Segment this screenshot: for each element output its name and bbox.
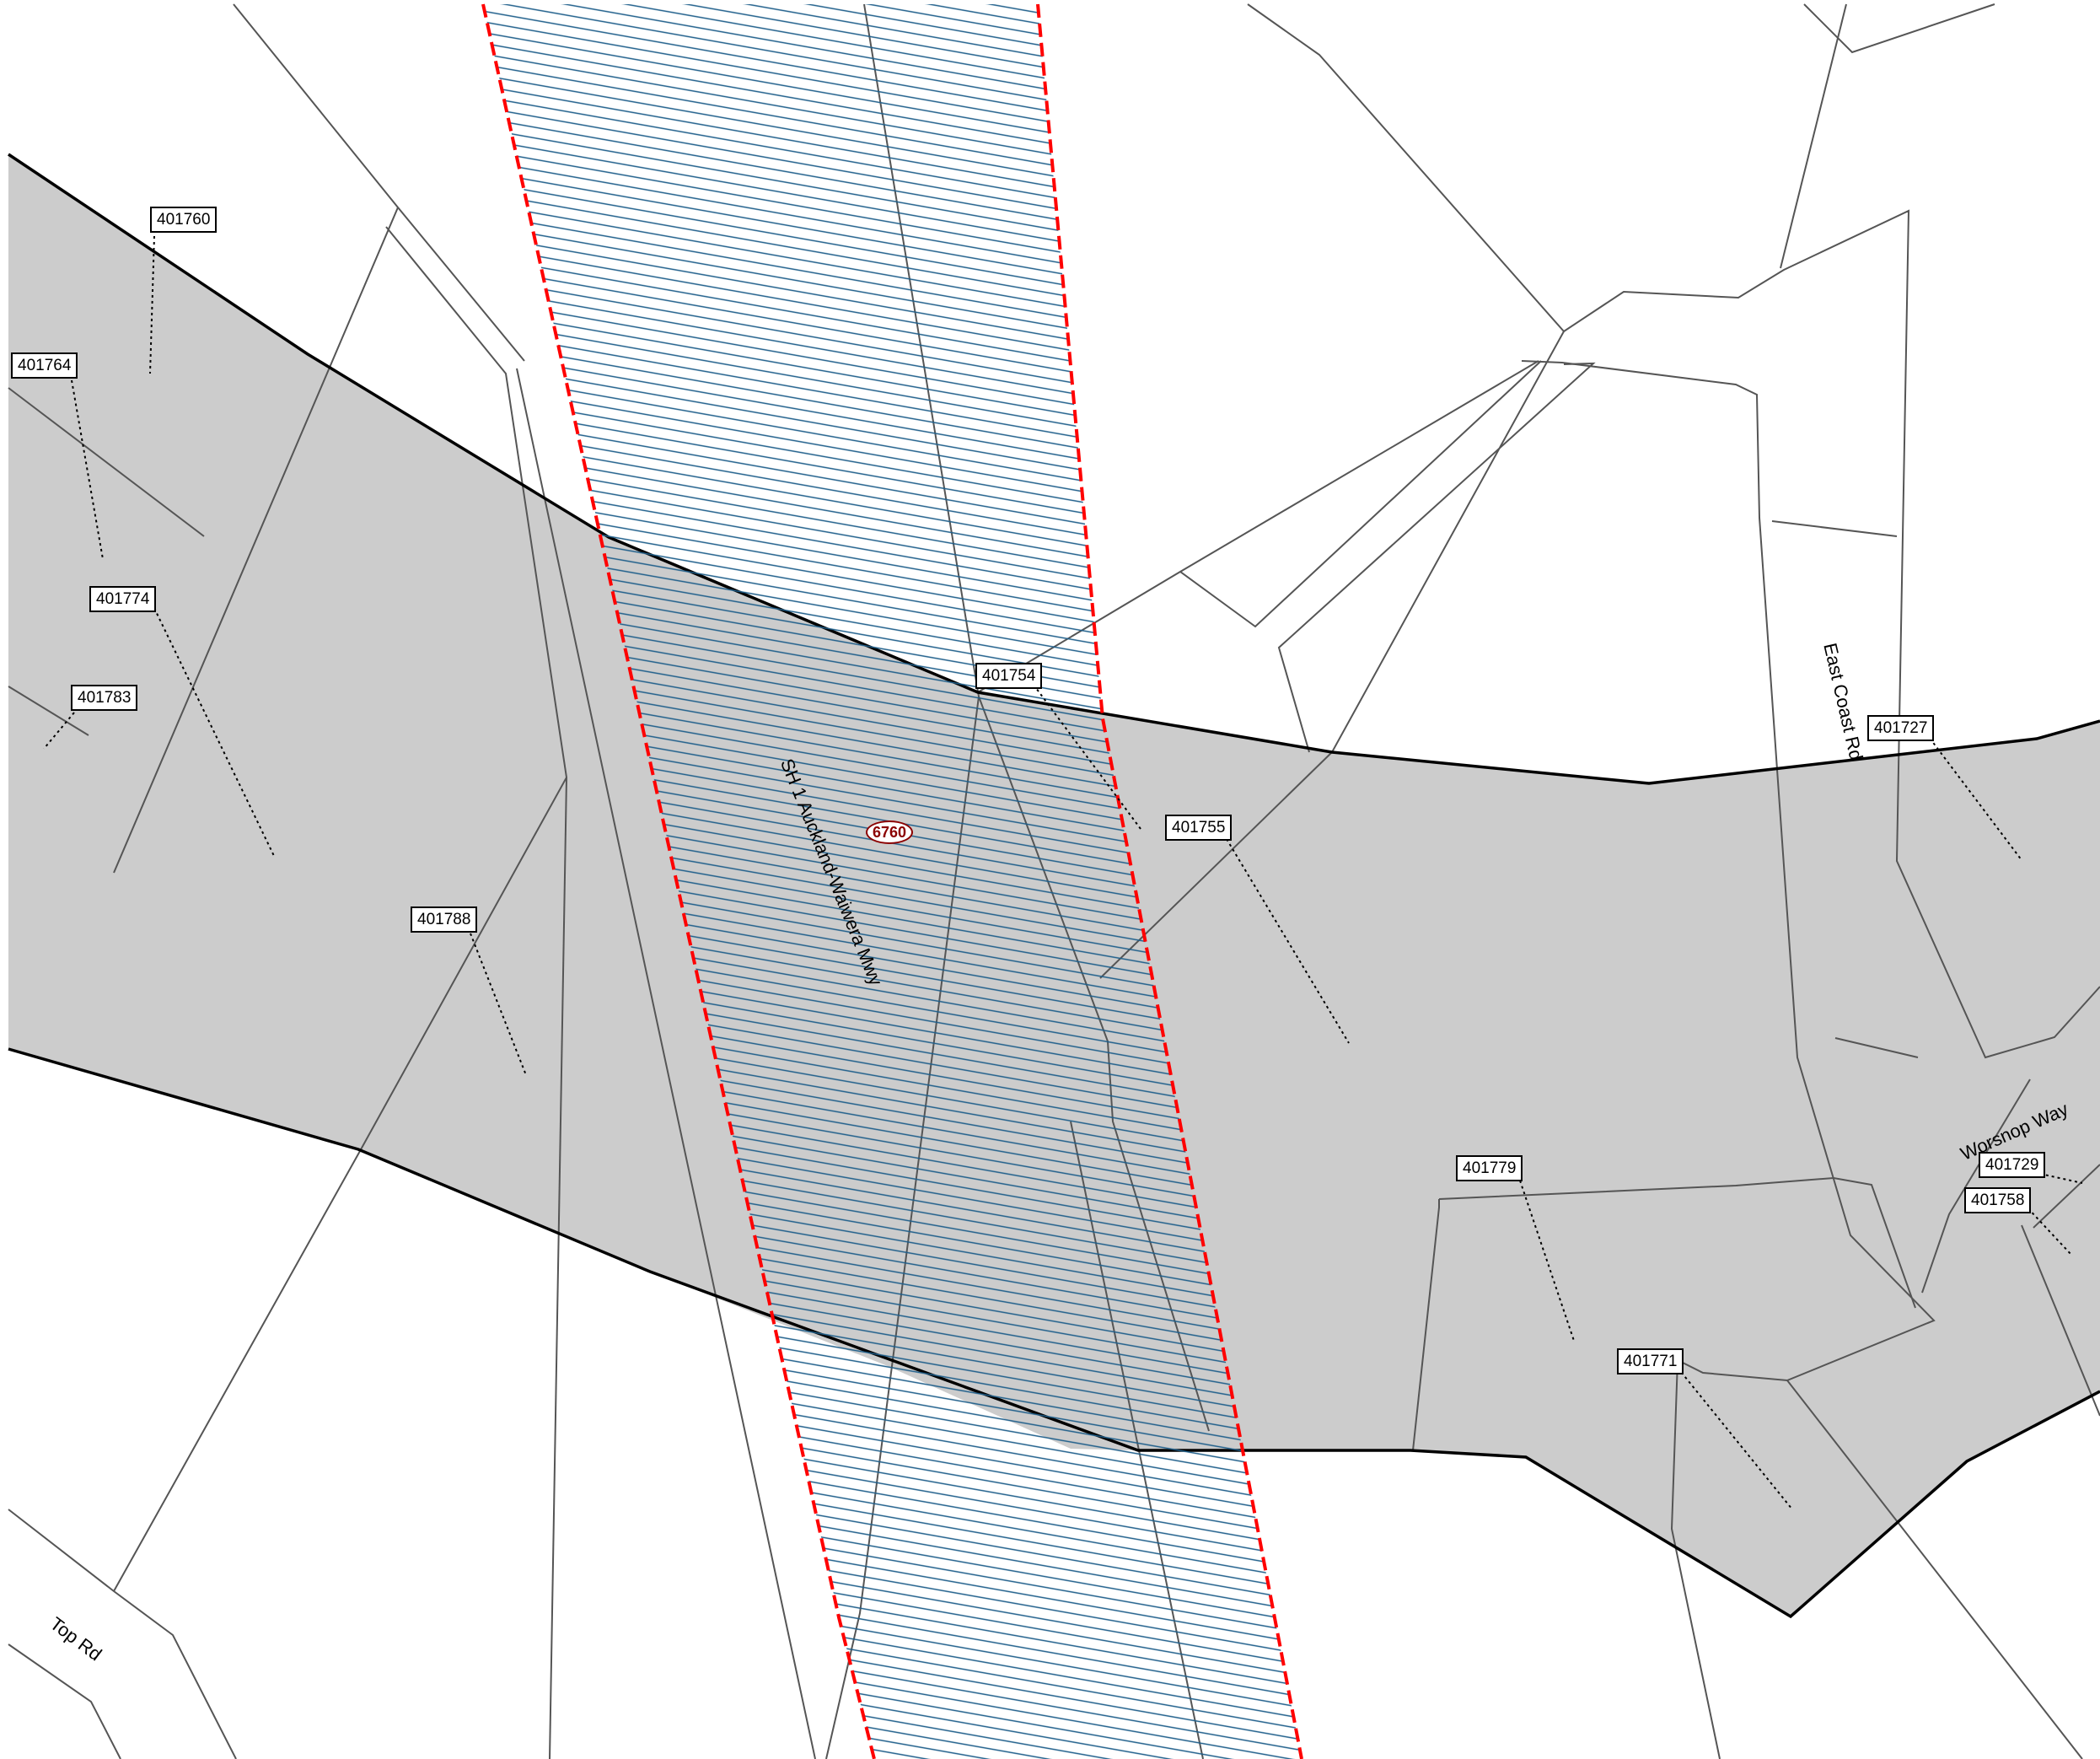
designation-boundary <box>481 3 1303 1759</box>
property-label-401754[interactable]: 401754 <box>975 663 1043 689</box>
property-label-401758[interactable]: 401758 <box>1964 1187 2032 1213</box>
property-label-401727[interactable]: 401727 <box>1867 715 1935 741</box>
property-label-401779[interactable]: 401779 <box>1456 1155 1523 1181</box>
property-label-401783[interactable]: 401783 <box>71 685 138 711</box>
property-label-401771[interactable]: 401771 <box>1617 1348 1684 1374</box>
property-label-401760[interactable]: 401760 <box>150 207 218 233</box>
property-label-401788[interactable]: 401788 <box>411 906 478 933</box>
property-label-401764[interactable]: 401764 <box>11 352 78 379</box>
property-label-401755[interactable]: 401755 <box>1165 815 1233 841</box>
boundary-lines <box>8 153 2100 1619</box>
property-label-401774[interactable]: 401774 <box>89 586 157 612</box>
designation-corridor[interactable] <box>483 4 1302 1759</box>
label-leaders <box>43 235 2083 1510</box>
designation-shield-6760[interactable]: 6760 <box>866 820 914 844</box>
property-label-401729[interactable]: 401729 <box>1979 1152 2046 1178</box>
